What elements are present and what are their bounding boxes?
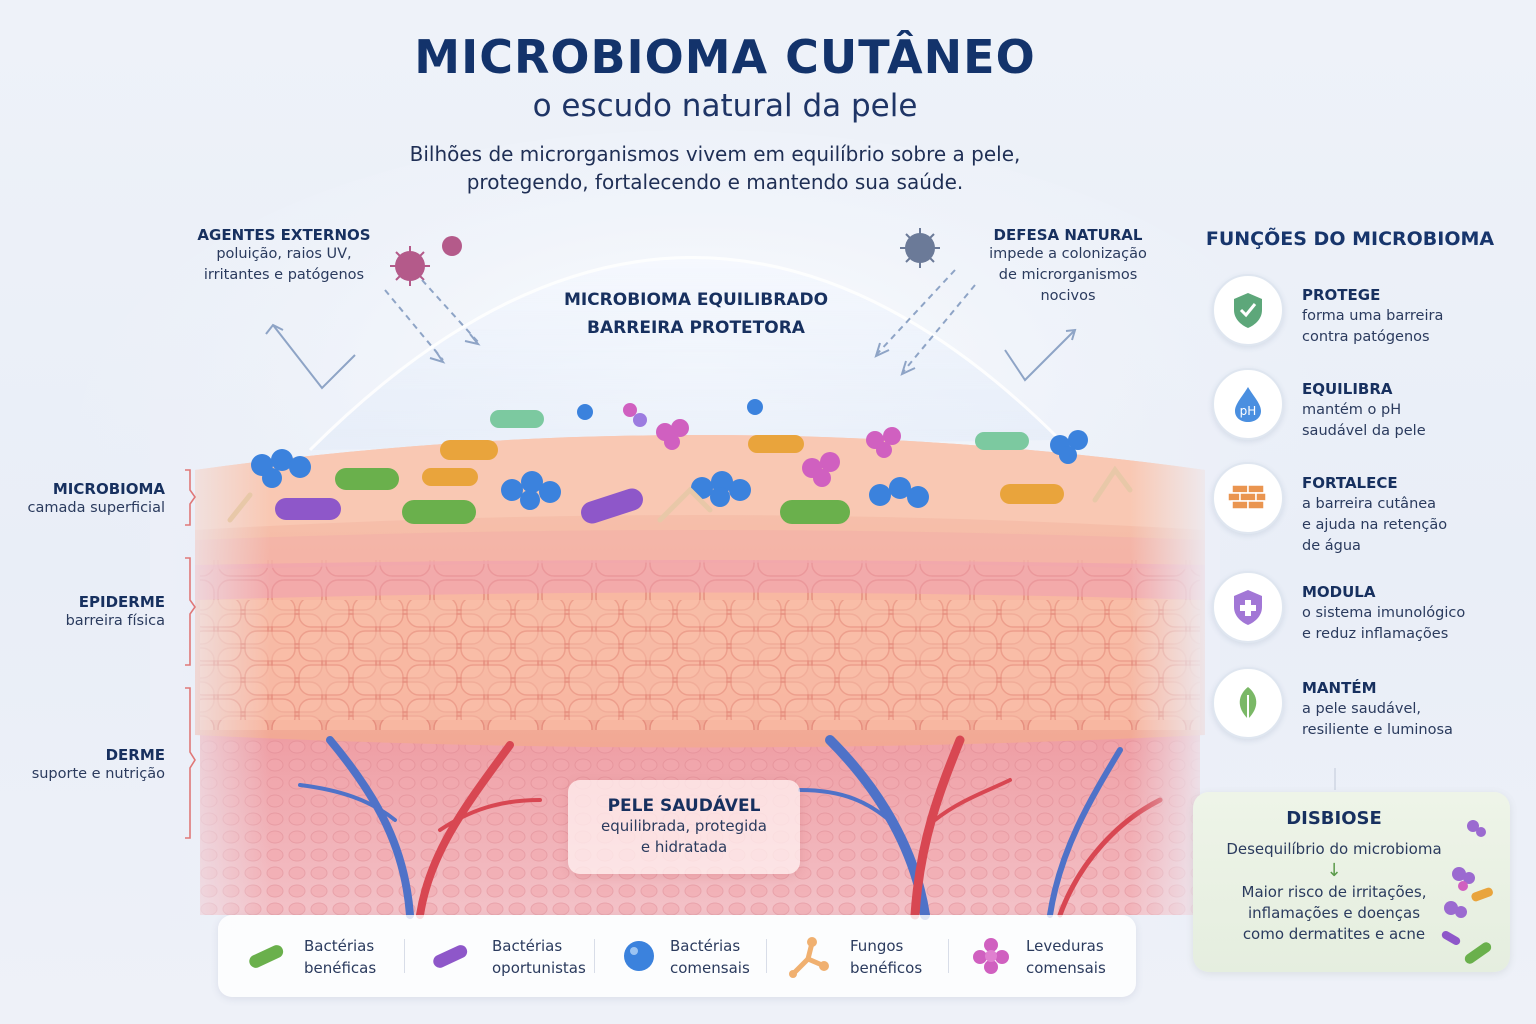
page-subtitle: o escudo natural da pele [532, 88, 918, 124]
function-balance: pH EQUILIBRA mantém o pH saudável da pel… [1212, 368, 1532, 448]
dysbiosis-title: DISBIOSE [1286, 808, 1382, 829]
dome-label: MICROBIOMA EQUILIBRADO BARREIRA PROTETOR… [563, 290, 829, 338]
function-modulate: MODULA o sistema imunológico e reduz inf… [1212, 571, 1532, 651]
page-title: MICROBIOMA CUTÂNEO [414, 30, 1036, 84]
green-rod-icon [249, 945, 284, 968]
brick-wall-icon [1212, 462, 1284, 534]
arrow-down-icon: ↓ [1326, 860, 1342, 881]
shield-plus-icon [1212, 571, 1284, 643]
legend-item-beneficial-bacteria: Bactérias benéficas [238, 915, 408, 997]
pathogen-virus-icons [390, 228, 940, 286]
external-agents-annotation: AGENTES EXTERNOS poluição, raios UV, irr… [197, 226, 371, 283]
yeast-cluster-icon [973, 938, 1009, 974]
functions-title: FUNÇÕES DO MICROBIOMA [1205, 228, 1495, 250]
legend-item-opportunistic-bacteria: Bactérias oportunistas [424, 915, 604, 997]
natural-defense-annotation: DEFESA NATURAL impede a colonização de m… [989, 226, 1147, 304]
microbes [227, 399, 1133, 524]
legend: Bactérias benéficas Bactérias oportunist… [218, 915, 1136, 997]
shield-check-icon [1212, 274, 1284, 346]
ph-drop-icon: pH [1212, 368, 1284, 440]
lead-text: Bilhões de microrganismos vivem em equil… [409, 142, 1021, 194]
layer-label-dermis: DERME suporte e nutrição [31, 746, 165, 782]
blue-coccus-icon [624, 941, 654, 971]
legend-divider [948, 939, 949, 973]
function-maintain: MANTÉM a pele saudável, resiliente e lum… [1212, 667, 1532, 747]
leaf-icon [1212, 667, 1284, 739]
legend-divider [404, 939, 405, 973]
layer-label-epidermis: EPIDERME barreira física [65, 593, 165, 629]
healthy-skin-box: PELE SAUDÁVEL equilibrada, protegida e h… [568, 780, 800, 874]
dysbiosis-microbes-icon [1441, 820, 1493, 964]
legend-item-beneficial-fungi: Fungos benéficos [786, 915, 946, 997]
layer-label-microbiome: MICROBIOMA camada superficial [27, 480, 165, 516]
svg-text:pH: pH [1240, 404, 1257, 418]
fungus-icon [789, 937, 829, 978]
dysbiosis-box: DISBIOSE Desequilíbrio do microbioma ↓ M… [1193, 792, 1510, 972]
purple-rod-icon [433, 945, 468, 968]
arrows [384, 269, 976, 373]
legend-divider [766, 939, 767, 973]
function-protect: PROTEGE forma uma barreira contra patóge… [1212, 274, 1532, 354]
legend-item-commensal-yeasts: Leveduras comensais [968, 915, 1128, 997]
legend-divider [594, 939, 595, 973]
legend-item-commensal-bacteria: Bactérias comensais [614, 915, 774, 997]
function-strengthen: FORTALECE a barreira cutânea e ajuda na … [1212, 462, 1532, 554]
